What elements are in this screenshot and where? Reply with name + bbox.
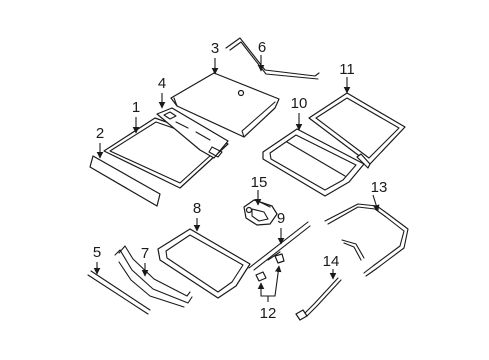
part-6-frame-rail [225,37,320,80]
leader-12a [257,282,269,302]
callout-13: 13 [371,179,388,196]
callout-labels: 1 2 3 4 5 6 7 8 9 10 11 12 13 14 15 [93,39,388,322]
callout-12: 12 [260,305,277,322]
callout-14: 14 [323,253,340,270]
callout-2: 2 [96,125,104,142]
callout-1: 1 [132,99,140,116]
part-9-drain-tube [248,221,311,271]
callout-11: 11 [339,61,355,78]
part-12-clips [255,253,285,282]
part-11-sunshade [308,92,406,169]
part-13-drain-hose [324,203,409,277]
part-8-seal [157,228,251,299]
callout-6: 6 [258,39,266,56]
callout-10: 10 [291,95,308,112]
part-14-drain-hose [295,277,342,321]
callout-4: 4 [158,75,166,92]
callout-7: 7 [141,245,149,262]
leader-13 [372,194,380,212]
part-7-guide-rail [114,245,193,308]
part-5-weatherstrip [87,270,151,315]
leader-lines [93,55,380,302]
part-4-deflector [156,107,229,159]
callout-8: 8 [193,200,201,217]
part-2-trim-strip [89,155,161,207]
callout-15: 15 [251,174,268,191]
callout-9: 9 [277,210,285,227]
callout-3: 3 [211,40,219,57]
leader-12b [268,265,282,297]
part-15-motor [243,199,278,226]
callout-5: 5 [93,244,101,261]
